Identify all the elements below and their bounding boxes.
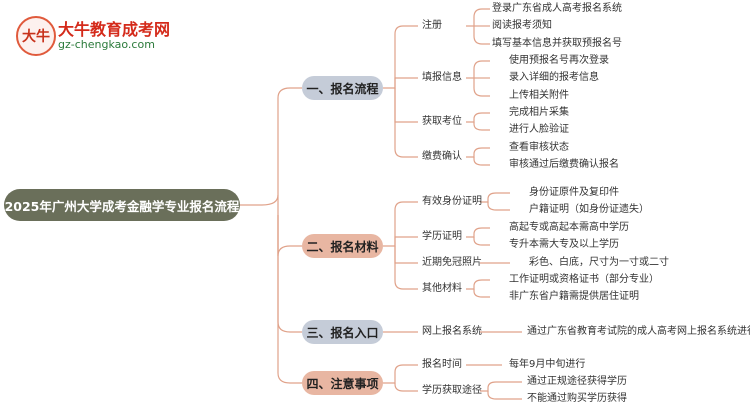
group-item: 使用预报名号再次登录 bbox=[509, 55, 609, 66]
site-logo[interactable]: 大牛 大牛教育成考网 gz-chengkao.com bbox=[16, 14, 216, 58]
group-item: 填写基本信息并获取预报名号 bbox=[492, 38, 622, 49]
group-item: 通过正规途径获得学历 bbox=[527, 376, 627, 387]
group-label: 缴费确认 bbox=[422, 151, 462, 162]
logo-mark-icon: 大牛 bbox=[16, 16, 56, 56]
group-item: 进行人脸验证 bbox=[509, 124, 569, 135]
section-process: 一、报名流程 bbox=[302, 76, 383, 100]
group-label: 其他材料 bbox=[422, 283, 462, 294]
group-item: 高起专或高起本需高中学历 bbox=[509, 222, 629, 233]
group-item: 身份证原件及复印件 bbox=[529, 187, 619, 198]
group-label: 学历获取途径 bbox=[422, 385, 482, 396]
group-label: 注册 bbox=[422, 20, 442, 31]
group-label: 网上报名系统 bbox=[422, 326, 482, 337]
section-entry: 三、报名入口 bbox=[302, 320, 383, 344]
group-item: 上传相关附件 bbox=[509, 90, 569, 101]
group-item: 工作证明或资格证书（部分专业） bbox=[509, 274, 659, 285]
group-label: 填报信息 bbox=[422, 72, 462, 83]
group-item: 非广东省户籍需提供居住证明 bbox=[509, 291, 639, 302]
group-item: 通过广东省教育考试院的成人高考网上报名系统进行 bbox=[527, 326, 750, 337]
logo-name: 大牛教育成考网 bbox=[58, 20, 171, 39]
section-notes: 四、注意事项 bbox=[302, 371, 383, 395]
group-label: 报名时间 bbox=[422, 359, 462, 370]
group-item: 户籍证明（如身份证遗失） bbox=[529, 204, 649, 215]
logo-url: gz-chengkao.com bbox=[58, 38, 155, 51]
group-item: 登录广东省成人高考报名系统 bbox=[492, 3, 622, 14]
group-item: 审核通过后缴费确认报名 bbox=[509, 159, 619, 170]
group-item: 每年9月中旬进行 bbox=[509, 359, 586, 370]
root-node: 2025年广州大学成考金融学专业报名流程 bbox=[4, 189, 240, 221]
group-label: 近期免冠照片 bbox=[422, 257, 482, 268]
group-item: 完成相片采集 bbox=[509, 107, 569, 118]
group-label: 学历证明 bbox=[422, 231, 462, 242]
group-item: 不能通过购买学历获得 bbox=[527, 393, 627, 404]
group-label: 获取考位 bbox=[422, 116, 462, 127]
group-item: 阅读报考须知 bbox=[492, 20, 552, 31]
group-item: 查看审核状态 bbox=[509, 142, 569, 153]
group-item: 彩色、白底，尺寸为一寸或二寸 bbox=[529, 257, 669, 268]
group-item: 专升本需大专及以上学历 bbox=[509, 239, 619, 250]
group-item: 录入详细的报考信息 bbox=[509, 72, 599, 83]
group-label: 有效身份证明 bbox=[422, 196, 482, 207]
section-materials: 二、报名材料 bbox=[302, 234, 383, 258]
